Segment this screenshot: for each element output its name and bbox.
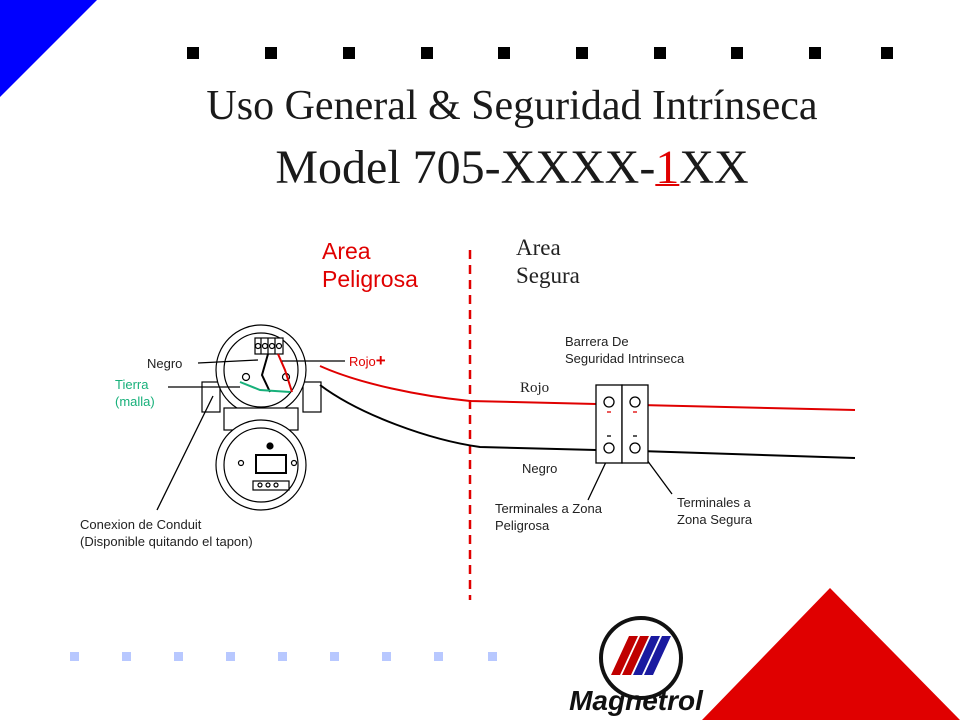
term-safe-leader [643,455,673,495]
magnetrol-logo-mark [599,616,683,700]
tierra-label: Tierra (malla) [115,377,155,409]
negro-label-left: Negro [147,356,183,371]
negro-leader [197,359,259,364]
red-wire-safe [639,404,856,411]
slide-title: Uso General & Seguridad Intrínseca [0,82,960,130]
model-highlight: 1 [655,141,680,194]
model-suffix: XX [679,141,749,194]
magnetrol-wordmark: Magnetrol [569,685,704,716]
title-line1: Uso General & Seguridad Intrínseca [206,83,818,129]
internal-green-wire [239,381,291,393]
model-number: Model 705-XXXX-1XX [0,140,960,195]
red-wire-field [319,365,597,405]
display-window [255,454,287,474]
conduit-leader [156,395,214,511]
internal-red-wire [277,353,293,393]
terminals-safe-label: Terminales a Zona Segura [677,495,753,527]
conduit-port [201,381,221,413]
conduit-label: Conexion de Conduit (Disponible quitando… [80,517,253,549]
black-wire-field [319,384,597,451]
model-prefix: Model 705-XXXX- [275,141,656,194]
top-left-triangle [0,0,97,97]
terminals-hazardous-label: Terminales a Zona Peligrosa [495,501,602,533]
term-haz-leader [587,461,607,501]
bottom-square-row [70,652,497,661]
transmitter [201,324,322,511]
rojo-label-left: Rojo+ [349,351,386,370]
internal-black-wire [260,353,271,393]
top-square-row [187,47,893,59]
bottom-right-triangle [702,588,960,720]
black-wire-safe [639,450,856,459]
plus-sign: + [375,351,386,370]
barrier-label: Barrera De Seguridad Intrinseca [565,334,685,366]
safety-barrier [595,384,649,464]
hazardous-area-label: Area Peligrosa [322,238,418,292]
negro-label-right: Negro [522,461,558,476]
rojo-label-right: Rojo [520,380,550,396]
safe-area-label: Area Segura [516,235,580,288]
conduit-port-right [302,381,322,413]
